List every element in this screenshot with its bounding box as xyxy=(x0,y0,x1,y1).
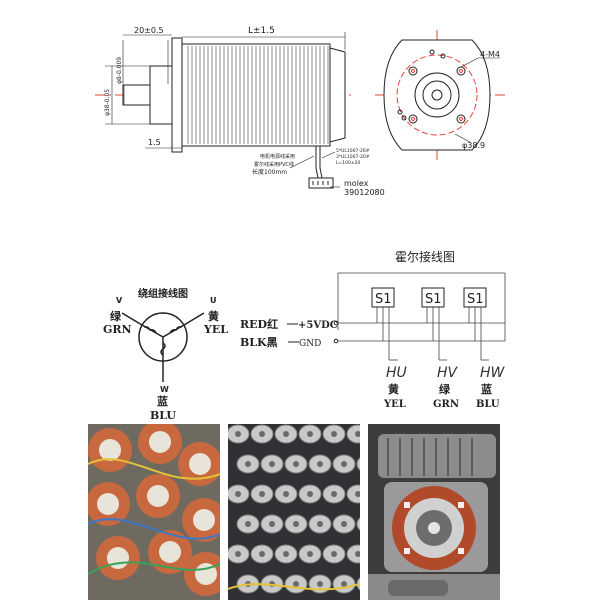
dim-holes: 4-M4 xyxy=(480,50,500,59)
dim-shaft-length: 20±0.5 xyxy=(134,26,164,35)
hall-sensor-label: S1 xyxy=(467,292,484,307)
front-boss xyxy=(422,80,452,110)
wire-note-2: 霍尔线采用PVC线 xyxy=(254,161,294,168)
photo-stator-windings xyxy=(88,424,220,600)
photo-motor-assembly xyxy=(368,424,500,600)
motor-pilot xyxy=(149,65,173,125)
motor-front-view xyxy=(375,30,505,160)
hall-sensor-label: S1 xyxy=(375,292,392,307)
connector-part: 39012080 xyxy=(344,188,385,197)
winding-w-cn: 蓝 xyxy=(157,394,168,408)
winding-u-en: YEL xyxy=(203,323,228,336)
dim-bolt-circle: φ38.9 xyxy=(462,141,485,150)
winding-w-en: BLU xyxy=(150,409,176,422)
mount-hole xyxy=(408,114,418,124)
motor-flange xyxy=(171,37,183,153)
molex-connector xyxy=(308,177,334,189)
motor-cable-2 xyxy=(319,146,323,179)
hall-output-name: HV xyxy=(437,365,459,381)
bolt-circle xyxy=(396,54,478,136)
hall-output-en: BLU xyxy=(476,399,500,410)
dim-shaft-dia: φ8-0.009 xyxy=(116,57,123,84)
winding-title: 绕组接线图 xyxy=(138,287,188,300)
winding-diagram: 绕组接线图 V 绿 GRN U 黄 YEL W 蓝 BLU xyxy=(103,287,228,422)
hall-output-cn: 黄 xyxy=(388,382,399,396)
mount-hole xyxy=(408,66,418,76)
hall-output-name: HW xyxy=(480,365,506,381)
red-label: RED红 xyxy=(240,317,278,331)
hall-sensor-box xyxy=(421,287,445,308)
front-inner-ring xyxy=(414,72,460,118)
hall-output-en: YEL xyxy=(383,399,406,410)
motor-dimension-labels: 20±0.5 L±1.5 φ8-0.009 φ38-0.05 1.5 电机电源线… xyxy=(104,26,385,197)
winding-v-cn: 绿 xyxy=(110,309,122,323)
hall-output-cn: 绿 xyxy=(439,382,451,396)
wire-spec-3: L=100±20 xyxy=(336,160,361,166)
wire-spec-1: 5*UL1007-26# xyxy=(336,148,370,154)
winding-w-letter: W xyxy=(160,385,169,394)
blk-label: BLK黑 xyxy=(240,336,278,349)
dim-flange-thickness: 1.5 xyxy=(148,138,161,147)
hall-output-cn: 蓝 xyxy=(481,382,492,396)
front-shaft xyxy=(431,89,443,101)
hall-output-name: HU xyxy=(386,365,407,381)
motor-cable xyxy=(315,146,319,179)
red-value: +5VDC xyxy=(298,320,338,331)
dim-pilot-dia: φ38-0.05 xyxy=(104,89,111,116)
winding-u-letter: U xyxy=(210,296,217,305)
photo-motor-housings xyxy=(228,424,360,600)
winding-v-en: GRN xyxy=(103,323,132,336)
wire-note-1: 电机电源线采用 xyxy=(260,153,295,160)
motor-fins xyxy=(187,46,329,144)
hall-output-en: GRN xyxy=(433,399,459,410)
hall-diagram: 霍尔接线图 S1 S1 S1 RED红 + xyxy=(240,249,506,410)
connector-brand: molex xyxy=(344,179,369,188)
hall-title: 霍尔接线图 xyxy=(395,249,455,264)
hall-sensor-box xyxy=(371,287,395,308)
blk-value: GND xyxy=(299,339,321,349)
motor-rear-cap xyxy=(329,47,346,143)
mount-hole xyxy=(456,114,466,124)
hall-sensor-label: S1 xyxy=(425,292,442,307)
winding-u-cn: 黄 xyxy=(208,309,219,323)
hall-sensor-box xyxy=(463,287,487,308)
winding-v-letter: V xyxy=(116,296,123,305)
wire-spec-2: 3*UL1007-20# xyxy=(336,154,370,160)
motor-side-view xyxy=(95,32,355,189)
dim-body-length: L±1.5 xyxy=(248,26,275,36)
wire-note-3: 长度100mm xyxy=(252,168,287,176)
